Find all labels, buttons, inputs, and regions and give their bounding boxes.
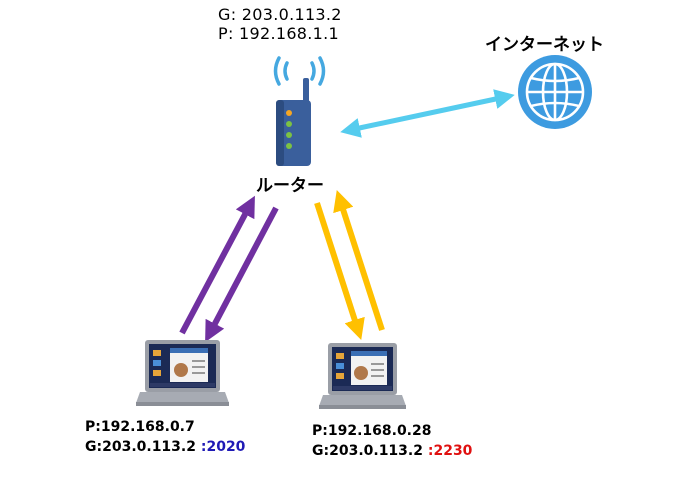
laptop-right-global-line: G:203.0.113.2 :2230: [312, 441, 472, 461]
internet-label: インターネット: [485, 35, 604, 55]
wifi-signal-icon: [273, 56, 326, 86]
laptop-left-port: :2020: [200, 439, 246, 455]
router-icon: [276, 78, 311, 166]
laptop-right-icon: [319, 343, 406, 409]
router-private-ip: P: 192.168.1.1: [218, 24, 340, 43]
router-label: ルーター: [256, 176, 324, 196]
laptop-right-private-ip: P:192.168.0.28: [312, 423, 432, 439]
router-global-ip: G: 203.0.113.2: [218, 5, 342, 24]
laptop-right-labels: P:192.168.0.28 G:203.0.113.2 :2230: [312, 421, 472, 461]
laptop-left-icon: [136, 340, 229, 406]
laptop-left-global-ip: G:203.0.113.2: [85, 439, 201, 455]
left-laptop-down-arrow: [205, 206, 279, 343]
right-laptop-up-arrow: [333, 190, 385, 331]
laptop-left-labels: P:192.168.0.7 G:203.0.113.2 :2020: [85, 417, 245, 457]
laptop-right-port: :2230: [427, 443, 473, 459]
internet-router-arrow: [340, 89, 515, 138]
laptop-right-global-ip: G:203.0.113.2: [312, 443, 428, 459]
laptop-left-private-ip: P:192.168.0.7: [85, 419, 195, 435]
left-laptop-up-arrow: [179, 195, 255, 335]
globe-icon: [518, 55, 592, 129]
right-laptop-down-arrow: [314, 202, 365, 340]
laptop-left-global-line: G:203.0.113.2 :2020: [85, 437, 245, 457]
